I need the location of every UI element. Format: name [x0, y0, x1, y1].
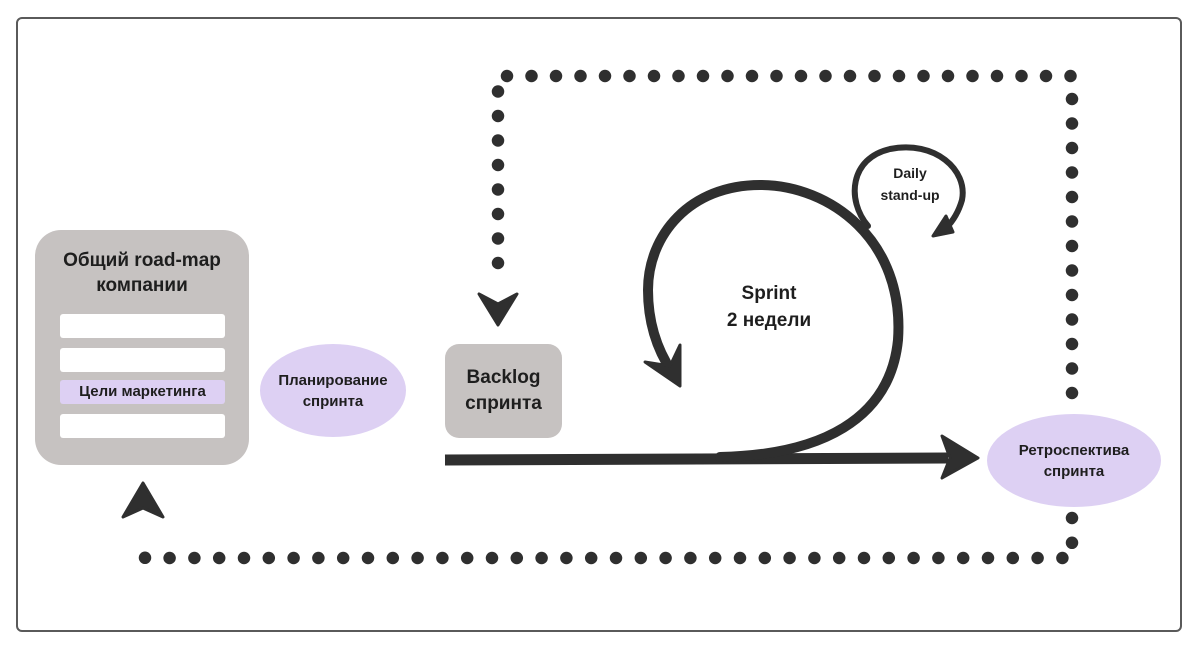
daily-line2: stand-up: [880, 187, 940, 203]
sprint-label: Sprint 2 недели: [700, 280, 838, 334]
roadmap-blank-line: [60, 348, 225, 372]
roadmap-title: Общий road-map компании: [35, 248, 249, 298]
daily-loop-arrowhead: [931, 214, 955, 238]
dotted-loop-bottom: [138, 511, 1079, 565]
roadmap-title-line1: Общий road-map: [63, 250, 221, 271]
dotted-loop-bottom-arrowhead: [121, 481, 165, 519]
sprint-line1: Sprint: [741, 283, 797, 304]
planning-line2: спринта: [302, 392, 364, 410]
retro-line1: Ретроспектива: [1018, 441, 1130, 459]
roadmap-title-line2: компании: [96, 275, 188, 296]
roadmap-box: Общий road-map компании Цели маркетинга: [35, 230, 249, 465]
sprint-line2: 2 недели: [726, 310, 812, 331]
dotted-loop-top-arrowhead: [477, 292, 519, 327]
backlog-box: Backlog спринта: [445, 344, 562, 438]
main-flow-arrowhead: [940, 434, 980, 480]
dotted-loop-top: [491, 69, 1079, 400]
daily-standup-label: Daily stand-up: [858, 162, 962, 206]
sprint-loop-arrowhead: [643, 343, 682, 388]
sprint-loop: [642, 179, 904, 462]
daily-line1: Daily: [893, 165, 927, 181]
roadmap-highlight-line: Цели маркетинга: [60, 380, 225, 404]
roadmap-blank-line: [60, 314, 225, 338]
backlog-line2: спринта: [465, 393, 542, 414]
retrospective-ellipse: Ретроспектива спринта: [987, 414, 1161, 507]
retro-line2: спринта: [1043, 462, 1105, 480]
daily-loop: [851, 144, 966, 231]
roadmap-blank-line: [60, 414, 225, 438]
planning-ellipse: Планирование спринта: [260, 344, 406, 437]
backlog-line1: Backlog: [466, 367, 541, 388]
planning-line1: Планирование: [278, 371, 388, 389]
main-flow-line: [444, 452, 949, 466]
